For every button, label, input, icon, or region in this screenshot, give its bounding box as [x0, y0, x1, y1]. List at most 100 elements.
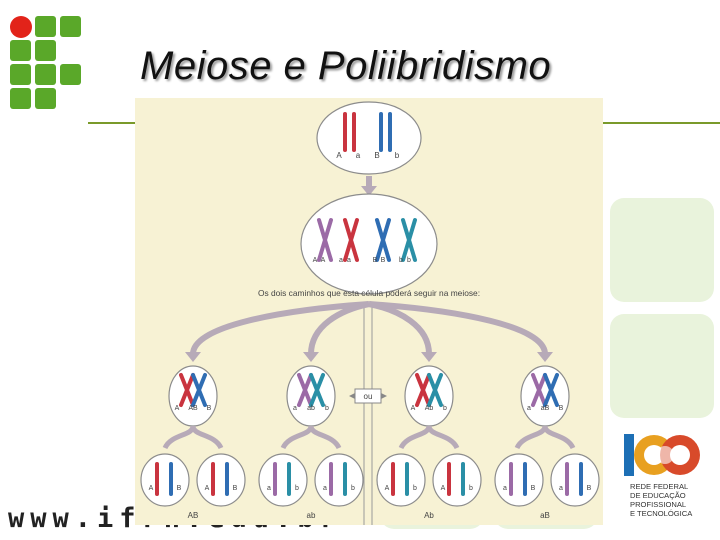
badge-line: PROFISSIONAL	[630, 500, 687, 509]
arrow	[190, 425, 224, 450]
chromosome	[343, 462, 347, 496]
arrow-head	[537, 352, 553, 362]
diagram-label: b	[351, 485, 355, 492]
logo-square	[60, 64, 81, 85]
chromosome	[401, 218, 417, 262]
diagram-caption: Os dois caminhos que esta célula poderá …	[258, 288, 480, 298]
cell-outline	[258, 453, 308, 507]
diagram-label: b	[413, 485, 417, 492]
or-label: ou	[364, 392, 373, 401]
logo-square	[60, 16, 81, 37]
arrow-head	[303, 352, 319, 362]
chromosome	[509, 462, 513, 496]
decorative-box	[610, 198, 714, 302]
badge-line: DE EDUCAÇÃO	[630, 491, 686, 500]
cell-outline	[432, 453, 482, 507]
diagram-label: A	[313, 257, 318, 264]
logo-square	[10, 64, 31, 85]
diagram-label: ab	[307, 405, 315, 412]
or-arrow	[349, 393, 355, 399]
chromosome	[523, 462, 527, 496]
arrow	[190, 301, 370, 355]
chromosome	[297, 373, 313, 407]
diagram-label: b	[395, 151, 400, 160]
institution-logo	[10, 16, 82, 110]
rede-federal-badge: REDE FEDERAL DE EDUCAÇÃO PROFISSIONAL E …	[624, 432, 700, 526]
logo-red-dot	[10, 16, 32, 38]
badge-line: E TECNOLÓGICA	[630, 509, 693, 518]
decorative-box	[610, 314, 714, 418]
chromosome	[211, 462, 215, 496]
cell-outline	[376, 453, 426, 507]
chromosome	[375, 218, 391, 262]
chromosome	[329, 462, 333, 496]
chromosome	[179, 373, 195, 407]
diagram-label: B	[531, 485, 536, 492]
diagram-label: aB	[541, 405, 550, 412]
arrow-head	[185, 352, 201, 362]
diagram-label: AB	[188, 405, 198, 412]
arrow	[308, 425, 342, 450]
arrow	[398, 425, 432, 450]
logo-square	[35, 16, 56, 37]
badge-line: REDE FEDERAL	[630, 482, 689, 491]
slide-title: Meiose e Poliibridismo	[140, 44, 552, 88]
diagram-label: B	[374, 151, 379, 160]
diagram-label: b	[407, 257, 411, 264]
cell-outline	[314, 453, 364, 507]
diagram-label: B	[207, 405, 212, 412]
chromosome	[352, 112, 356, 152]
diagram-label: Ab	[425, 405, 434, 412]
chromosome	[579, 462, 583, 496]
chromosome	[317, 218, 333, 262]
diagram-label: a	[559, 485, 563, 492]
diagram-label: B	[559, 405, 564, 412]
logo-square	[35, 40, 56, 61]
diagram-label: A	[205, 485, 210, 492]
diagram-label: b	[469, 485, 473, 492]
logo-square	[35, 88, 56, 109]
chromosome	[343, 112, 347, 152]
arrow	[308, 301, 370, 355]
arrow	[368, 301, 548, 355]
chromosome	[155, 462, 159, 496]
title-rule-right	[600, 122, 720, 124]
chromosome	[343, 218, 359, 262]
diagram-label: a	[527, 405, 531, 412]
logo-square	[10, 40, 31, 61]
diagram-label: b	[325, 405, 329, 412]
chromosome	[447, 462, 451, 496]
chromosome	[415, 373, 431, 407]
arrow	[514, 425, 548, 450]
arrow	[162, 425, 196, 450]
chromosome	[543, 373, 559, 407]
cell-outline	[494, 453, 544, 507]
cell-outline	[196, 453, 246, 507]
gamete-type-label: aB	[540, 511, 550, 520]
arrow-head	[361, 186, 377, 196]
chromosome	[391, 462, 395, 496]
badge-text: REDE FEDERAL DE EDUCAÇÃO PROFISSIONAL E …	[630, 482, 700, 518]
diagram-label: B	[587, 485, 592, 492]
diagram-label: A	[175, 405, 180, 412]
or-arrow	[381, 393, 387, 399]
badge-emblem	[624, 434, 700, 476]
logo-square	[35, 64, 56, 85]
diagram-label: a	[293, 405, 297, 412]
diagram-label: b	[399, 257, 403, 264]
chromosome	[388, 112, 392, 152]
arrow	[426, 425, 460, 450]
diagram-label: a	[503, 485, 507, 492]
diagram-label: A	[336, 151, 342, 160]
diagram-label: a	[267, 485, 271, 492]
diagram-label: B	[381, 257, 386, 264]
diagram-label: A	[321, 257, 326, 264]
diagram-label: A	[385, 485, 390, 492]
diagram-label: B	[373, 257, 378, 264]
gamete-type-label: ab	[307, 511, 316, 520]
chromosome	[405, 462, 409, 496]
diagram-label: A	[149, 485, 154, 492]
chromosome	[309, 373, 325, 407]
